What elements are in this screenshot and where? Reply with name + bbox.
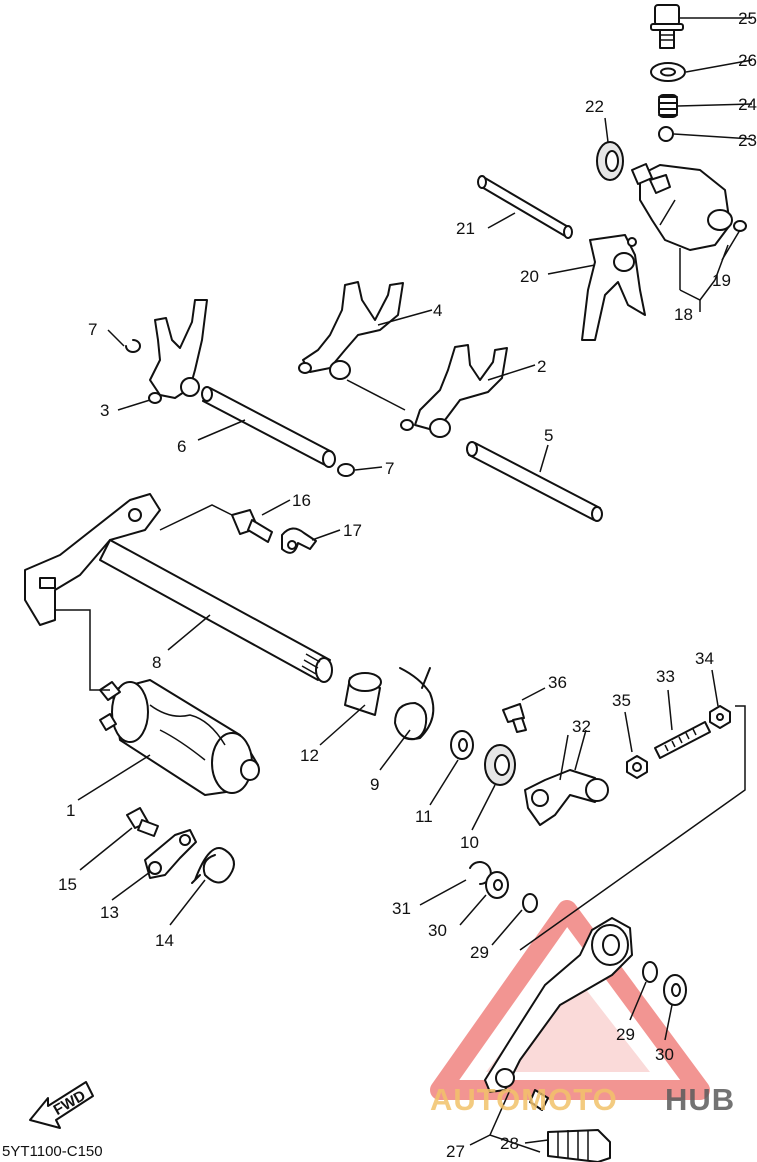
- callout-21: 21: [456, 219, 475, 238]
- bolt-25: [650, 4, 684, 49]
- shift-cam-assy-18: [631, 163, 747, 251]
- washer-30-left: [485, 871, 509, 899]
- shaft-6: [201, 386, 336, 468]
- callout-10: 10: [460, 833, 479, 852]
- callout-7-lower: 7: [385, 459, 394, 478]
- shift-fork-20: [581, 234, 646, 341]
- watermark-auto: AUTOMOTO: [430, 1082, 618, 1117]
- callout-9: 9: [370, 775, 379, 794]
- callout-14: 14: [155, 931, 174, 950]
- torsion-spring-14: [191, 847, 235, 884]
- callout-32: 32: [572, 717, 591, 736]
- shift-pedal-27: [484, 917, 633, 1111]
- callout-2: 2: [537, 357, 546, 376]
- shift-shaft-8: [24, 493, 333, 683]
- spring-24: [658, 94, 678, 118]
- callout-20: 20: [520, 267, 539, 286]
- circlip-7-lower: [337, 463, 355, 477]
- bolt-16: [231, 509, 273, 543]
- callout-11: 11: [415, 807, 433, 826]
- callout-35: 35: [612, 691, 631, 710]
- bolt-15: [126, 807, 159, 837]
- circlip-7-upper: [125, 339, 141, 353]
- diagram-code: 5YT1100-C150: [2, 1143, 103, 1160]
- callout-16: 16: [292, 491, 311, 510]
- callouts: 25 26 24 23 22 21 20 19 18 7 4 2 3 5 6 7…: [58, 9, 757, 1161]
- callout-4: 4: [433, 301, 442, 320]
- shift-lever-32: [524, 769, 609, 826]
- torsion-spring-9: [394, 667, 435, 741]
- shift-fork-3: [148, 299, 208, 404]
- callout-18: 18: [674, 305, 693, 324]
- oil-seal-10: [484, 744, 516, 786]
- washer-30-right: [663, 974, 687, 1006]
- callout-3: 3: [100, 401, 109, 420]
- stopper-lever-13: [144, 829, 197, 879]
- callout-15: 15: [58, 875, 77, 894]
- pedal-rubber-28: [547, 1129, 611, 1162]
- callout-7-upper: 7: [88, 320, 97, 339]
- callout-28: 28: [500, 1134, 519, 1153]
- nut-34: [709, 705, 731, 729]
- watermark-hub: HUB: [665, 1082, 735, 1117]
- oil-seal-22: [596, 141, 624, 181]
- shift-fork-4: [298, 281, 404, 380]
- callout-8: 8: [152, 653, 161, 672]
- ball-23: [658, 126, 674, 142]
- callout-24: 24: [738, 95, 757, 114]
- callout-31: 31: [392, 899, 411, 918]
- rod-33: [654, 721, 711, 759]
- callout-33: 33: [656, 667, 675, 686]
- callout-22: 22: [585, 97, 604, 116]
- collar-12: [344, 672, 382, 716]
- callout-30-left: 30: [428, 921, 447, 940]
- callout-25: 25: [738, 9, 757, 28]
- callout-34: 34: [695, 649, 714, 668]
- leader-lines: [55, 17, 753, 1153]
- shift-drum-1: [99, 679, 260, 796]
- callout-26: 26: [738, 51, 757, 70]
- callout-6: 6: [177, 437, 186, 456]
- bolt-36: [502, 703, 527, 733]
- lock-washer-17: [281, 527, 317, 554]
- watermark-text: AUTOMOTO HUB: [430, 1082, 735, 1117]
- fwd-arrow-icon: FWD: [29, 1081, 94, 1129]
- o-ring-29-right: [642, 961, 658, 983]
- o-ring-29-left: [522, 893, 538, 913]
- callout-29-left: 29: [470, 943, 489, 962]
- callout-29-right: 29: [616, 1025, 635, 1044]
- callout-12: 12: [300, 746, 319, 765]
- callout-5: 5: [544, 426, 553, 445]
- callout-36: 36: [548, 673, 567, 692]
- callout-1: 1: [66, 801, 75, 820]
- callout-27: 27: [446, 1142, 465, 1161]
- callout-13: 13: [100, 903, 119, 922]
- shaft-21: [477, 175, 573, 239]
- callout-23: 23: [738, 131, 757, 150]
- shift-fork-2: [400, 344, 508, 438]
- washer-11: [450, 730, 474, 760]
- callout-19: 19: [712, 271, 731, 290]
- shaft-5: [466, 441, 603, 522]
- callout-17: 17: [343, 521, 362, 540]
- washer-26: [650, 62, 686, 82]
- callout-30-right: 30: [655, 1045, 674, 1064]
- nut-35: [626, 755, 648, 779]
